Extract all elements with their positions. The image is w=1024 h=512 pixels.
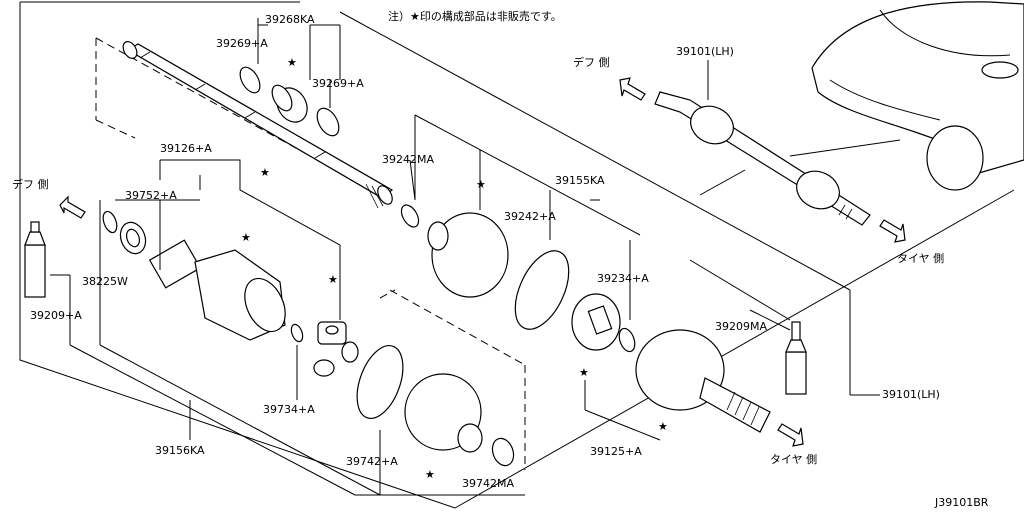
- diff-side-arrow-icon-top: [619, 77, 646, 101]
- tire-side-arrow-icon-bottom: [777, 423, 804, 447]
- tripod-joint: [290, 321, 359, 377]
- star-icon: ★: [476, 178, 486, 191]
- part-label: 38225W: [82, 275, 128, 288]
- part-label: 39269+A: [312, 77, 364, 90]
- part-label: 39734+A: [263, 403, 315, 416]
- arrow-icons: [59, 77, 906, 447]
- star-icon: ★: [328, 273, 338, 286]
- part-label: 39752+A: [125, 189, 177, 202]
- part-label: 39269+A: [216, 37, 268, 50]
- tire-side-label-bottom: タイヤ 側: [770, 453, 817, 466]
- diff-side-label-top: デフ 側: [573, 55, 610, 69]
- boot-center: [400, 204, 570, 330]
- part-label: 39268KA: [265, 13, 315, 26]
- part-label: 39209MA: [715, 320, 767, 333]
- part-number-labels: 39268KA 39269+A 39269+A 39126+A 39752+A …: [30, 13, 940, 490]
- star-icon: ★: [287, 56, 297, 69]
- star-icon: ★: [260, 166, 270, 179]
- part-label: 39234+A: [597, 272, 649, 285]
- boot-kit-39268: [239, 66, 340, 137]
- tire-side-arrow-icon-top: [879, 219, 906, 243]
- part-label: 39101(LH): [676, 45, 734, 58]
- part-label: 39242MA: [382, 153, 434, 166]
- left-seal-rings: [102, 210, 147, 255]
- intermediate-shaft: [122, 41, 394, 209]
- grease-tube-right: [785, 321, 807, 395]
- inner-joint-housing: [148, 239, 286, 341]
- diff-side-arrow-icon: [59, 195, 86, 219]
- non-sale-note: 注）★印の構成部品は非販売です。: [388, 9, 562, 23]
- part-label: 39126+A: [160, 142, 212, 155]
- part-label: 39209+A: [30, 309, 82, 322]
- star-icon: ★: [579, 366, 589, 379]
- tire-side-label-top: タイヤ 側: [897, 252, 944, 265]
- part-label: 39156KA: [155, 444, 205, 457]
- star-icon: ★: [425, 468, 435, 481]
- diagram-code: J39101BR: [934, 496, 989, 509]
- non-sale-star-marks: ★ ★ ★ ★ ★ ★ ★ ★: [241, 56, 668, 481]
- part-label: 39101(LH): [882, 388, 940, 401]
- outer-cv-joint: [571, 293, 771, 433]
- vehicle-outline: [699, 1, 1024, 196]
- diff-side-label-left: デフ 側: [12, 177, 49, 191]
- part-label: 39155KA: [555, 174, 605, 187]
- part-label: 39125+A: [590, 445, 642, 458]
- part-label: 39742+A: [346, 455, 398, 468]
- star-icon: ★: [241, 231, 251, 244]
- grease-tube-left: [24, 221, 46, 298]
- boot-bands-lower: [356, 345, 515, 467]
- star-icon: ★: [658, 420, 668, 433]
- complete-shaft-assembly: [654, 91, 871, 226]
- assembly-frame: [19, 1, 1015, 509]
- part-label: 39742MA: [462, 477, 514, 490]
- leader-lines: [50, 18, 880, 496]
- part-label: 39242+A: [504, 210, 556, 223]
